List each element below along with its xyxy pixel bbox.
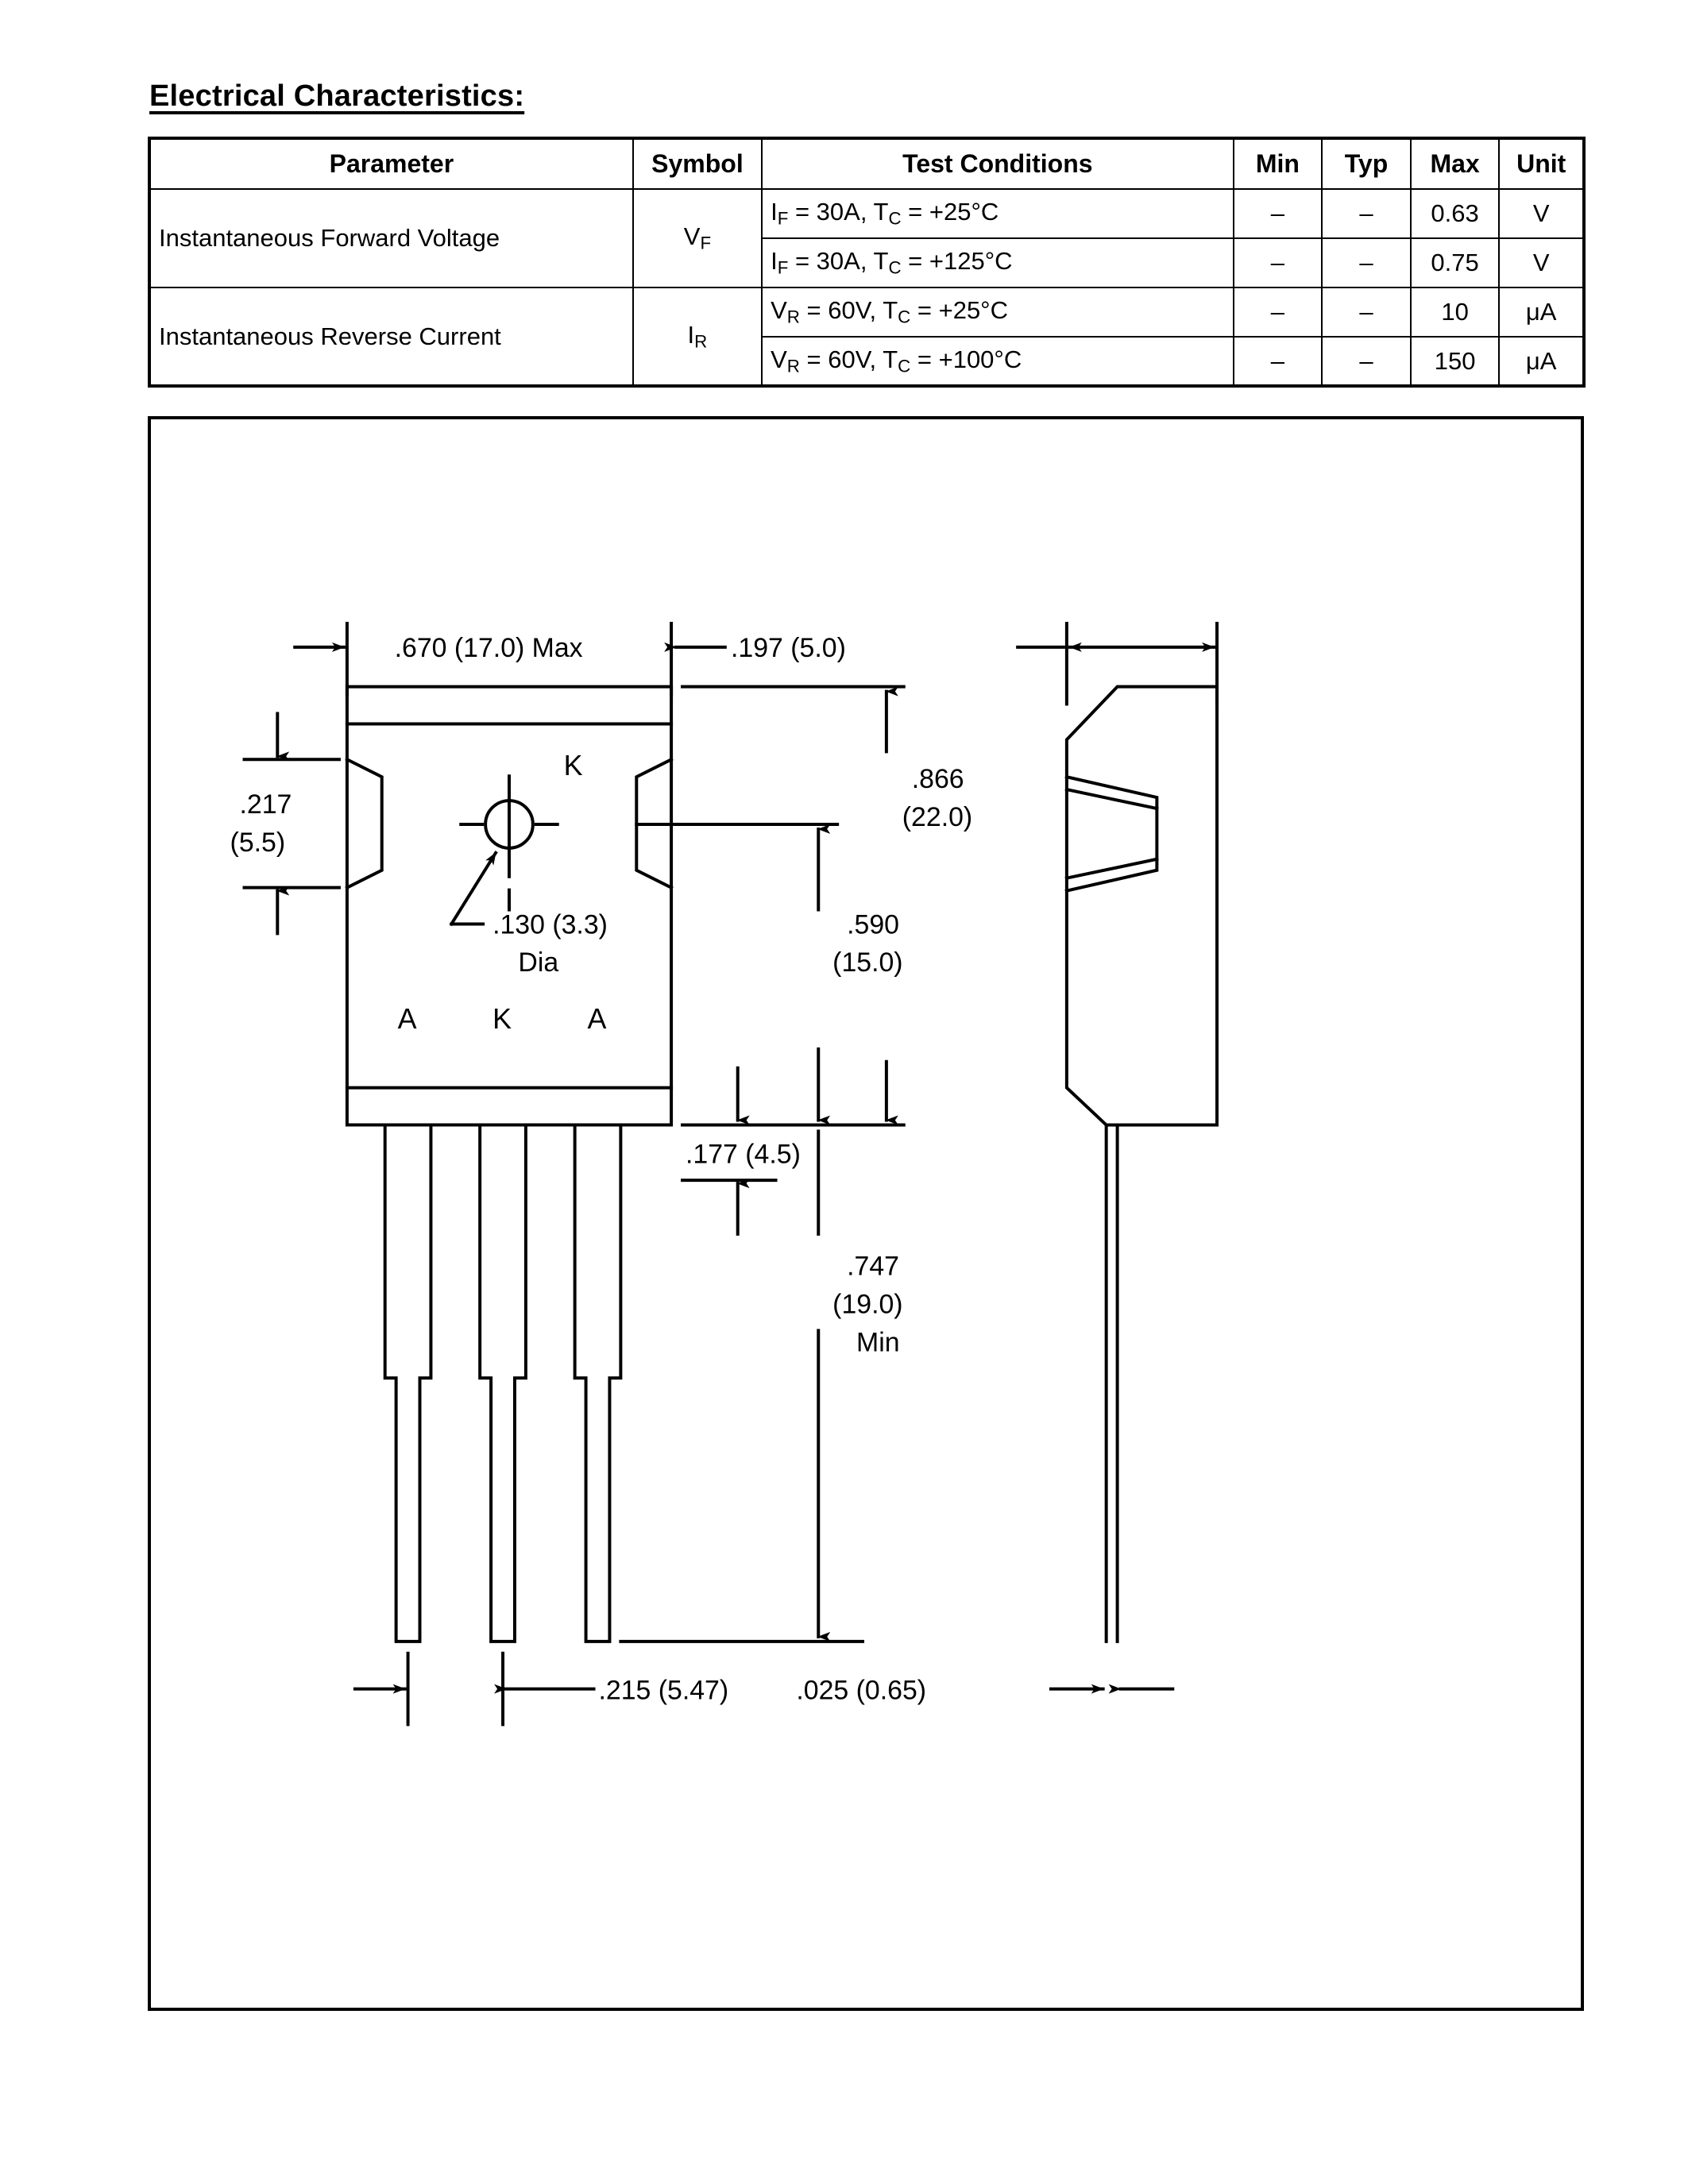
cell-min: – xyxy=(1232,237,1323,288)
dim-thickness xyxy=(1016,621,1219,706)
dim-tab-height xyxy=(242,712,341,936)
table-header-row: Parameter Symbol Test Conditions Min Typ… xyxy=(149,138,1585,190)
dim-label-hole-dia: .130 (3.3) xyxy=(492,909,608,940)
cond-mid: = 30A, T xyxy=(788,247,889,276)
dim-hole-to-base xyxy=(635,822,840,1125)
cond-tail: = +125°C xyxy=(901,247,1013,276)
cell-symbol: VF xyxy=(632,188,763,288)
symbol-base: V xyxy=(683,222,701,251)
cond-mid: = 60V, T xyxy=(799,345,898,373)
col-header-max: Max xyxy=(1409,138,1501,190)
dim-label-hole-dia-unit: Dia xyxy=(518,947,558,978)
cond-mid: = 30A, T xyxy=(788,198,889,226)
cell-max: 0.75 xyxy=(1409,237,1501,288)
cond-mid: = 60V, T xyxy=(799,296,898,325)
pin-label-1: A xyxy=(398,1003,417,1035)
cell-symbol: IR xyxy=(632,287,763,387)
symbol-subscript: F xyxy=(700,233,712,253)
electrical-characteristics-table: Parameter Symbol Test Conditions Min Typ… xyxy=(148,137,1586,388)
col-header-unit: Unit xyxy=(1498,138,1585,190)
dim-label-thickness: .197 (5.0) xyxy=(731,633,846,663)
hole-dia-leader xyxy=(449,851,498,927)
dim-label-body-height-mm: (22.0) xyxy=(902,802,972,832)
cell-min: – xyxy=(1232,287,1323,338)
package-outline-drawing-frame: .670 (17.0) Max .197 (5.0) .217 (5.5) K … xyxy=(148,416,1584,2011)
col-header-test-conditions: Test Conditions xyxy=(761,138,1234,190)
dim-label-width-overall: .670 (17.0) Max xyxy=(395,633,583,663)
dim-width-overall xyxy=(293,621,727,696)
cell-typ: – xyxy=(1321,336,1412,387)
col-header-min: Min xyxy=(1232,138,1323,190)
cond-sym-a-sub: R xyxy=(786,307,800,327)
dim-lead-length xyxy=(619,1129,865,1643)
cond-sym-a-sub: F xyxy=(777,208,789,229)
dim-label-tab-height-mm: (5.5) xyxy=(230,828,286,858)
pin-label-3: A xyxy=(588,1003,607,1035)
cell-test-condition: IF = 30A, TC = +125°C xyxy=(761,237,1234,288)
cell-max: 0.63 xyxy=(1409,188,1501,239)
cell-parameter: Instantaneous Reverse Current xyxy=(149,287,634,387)
table-row: Instantaneous Reverse Current IR VR = 60… xyxy=(149,287,1585,387)
dim-label-lead-length-qualifier: Min xyxy=(856,1327,900,1357)
dim-label-lead-length-mm: (19.0) xyxy=(832,1289,902,1319)
symbol-subscript: R xyxy=(694,331,708,352)
cell-typ: – xyxy=(1321,237,1412,288)
dim-label-lead-thickness: .025 (0.65) xyxy=(796,1676,926,1706)
cell-unit: μA xyxy=(1498,336,1585,387)
dim-label-shoulder: .177 (4.5) xyxy=(686,1139,801,1169)
dim-label-lead-pitch: .215 (5.47) xyxy=(598,1676,728,1706)
cell-parameter: Instantaneous Forward Voltage xyxy=(149,188,634,288)
dim-label-body-height: .866 xyxy=(912,764,964,794)
front-view-body xyxy=(345,685,674,1127)
cell-test-condition: IF = 30A, TC = +25°C xyxy=(761,188,1234,239)
cond-sym-a-sub: R xyxy=(786,356,800,376)
col-header-parameter: Parameter xyxy=(149,138,634,190)
cond-sym-a: V xyxy=(771,296,787,325)
table-row: IF = 30A, TC = +125°C – – 0.75 V xyxy=(149,237,1585,288)
cond-sym-b-sub: C xyxy=(898,356,911,376)
cond-sym-a: I xyxy=(771,198,778,226)
cond-sym-a: I xyxy=(771,247,778,276)
mounting-hole xyxy=(459,774,559,912)
dim-label-hole-to-base-mm: (15.0) xyxy=(832,947,902,978)
cell-max: 10 xyxy=(1409,287,1501,338)
page-title: Electrical Characteristics: xyxy=(149,79,525,113)
cell-min: – xyxy=(1232,336,1323,387)
side-view-body xyxy=(1064,685,1219,1643)
cond-tail: = +100°C xyxy=(910,345,1022,373)
dim-label-hole-to-base: .590 xyxy=(847,909,899,940)
cell-unit: V xyxy=(1498,188,1585,239)
cell-max: 150 xyxy=(1409,336,1501,387)
package-outline-svg: .670 (17.0) Max .197 (5.0) .217 (5.5) K … xyxy=(230,621,1219,1727)
cell-unit: V xyxy=(1498,237,1585,288)
cell-typ: – xyxy=(1321,287,1412,338)
cell-min: – xyxy=(1232,188,1323,239)
pin-label-2: K xyxy=(492,1003,512,1035)
cond-sym-b-sub: C xyxy=(888,208,902,229)
cond-tail: = +25°C xyxy=(910,296,1008,325)
cond-sym-b-sub: C xyxy=(888,257,902,278)
cell-test-condition: VR = 60V, TC = +100°C xyxy=(761,336,1234,387)
dim-body-height xyxy=(681,685,906,1127)
symbol-base: I xyxy=(687,320,695,349)
cell-test-condition: VR = 60V, TC = +25°C xyxy=(761,287,1234,338)
col-header-symbol: Symbol xyxy=(632,138,763,190)
cond-sym-b-sub: C xyxy=(898,307,911,327)
cond-tail: = +25°C xyxy=(901,198,999,226)
cell-typ: – xyxy=(1321,188,1412,239)
cell-unit: μA xyxy=(1498,287,1585,338)
dim-label-tab-height: .217 xyxy=(240,789,292,820)
hole-marker-label: K xyxy=(564,750,583,781)
cond-sym-a: V xyxy=(771,345,787,373)
dim-lead-pitch xyxy=(353,1651,596,1727)
table-row: Instantaneous Forward Voltage VF IF = 30… xyxy=(149,188,1585,288)
dim-shoulder xyxy=(681,1066,778,1236)
dim-label-lead-length: .747 xyxy=(847,1252,899,1282)
front-view-leads xyxy=(383,1123,623,1643)
table-row: VR = 60V, TC = +100°C – – 150 μA xyxy=(149,336,1585,387)
cond-sym-a-sub: F xyxy=(777,257,789,278)
col-header-typ: Typ xyxy=(1321,138,1412,190)
